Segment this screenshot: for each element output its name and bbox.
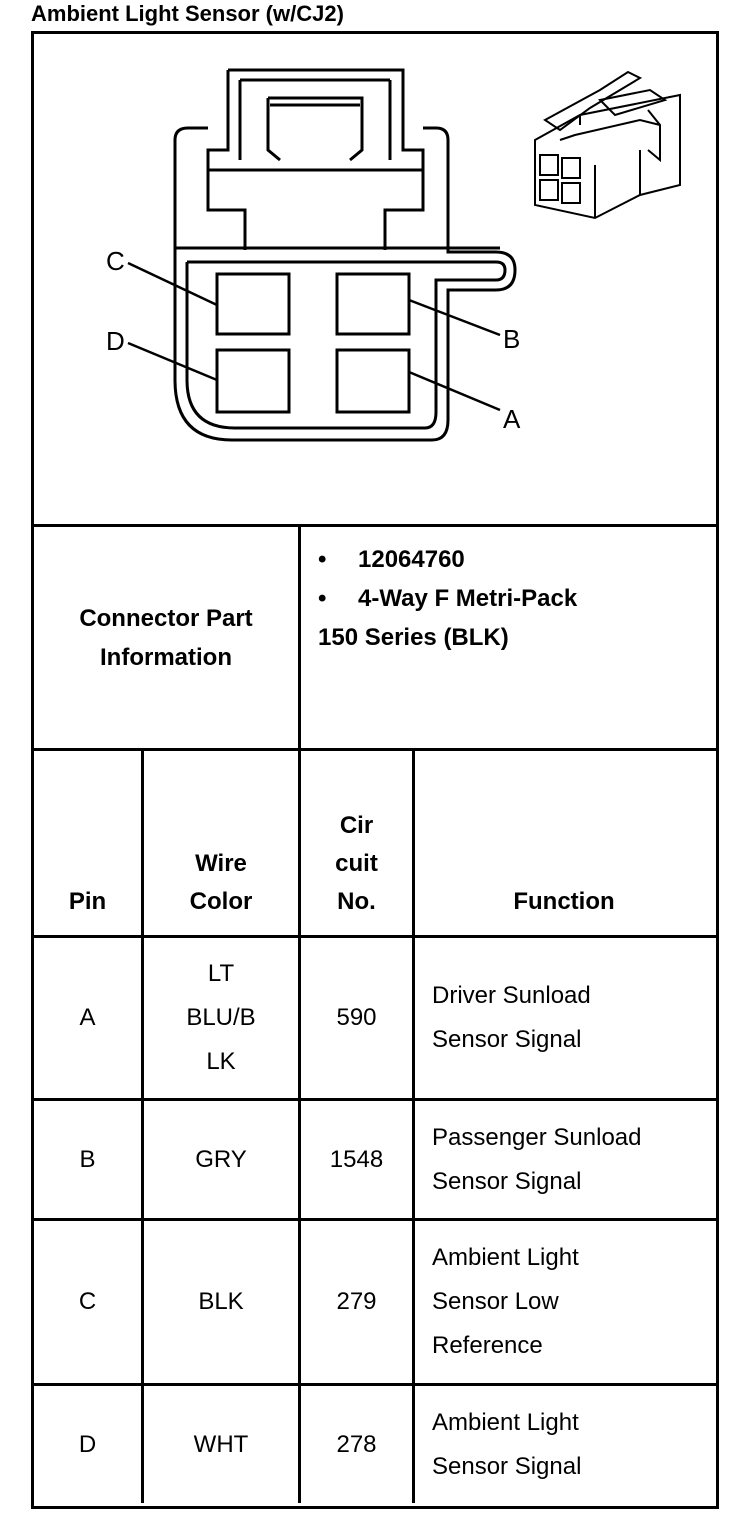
leader-line-c	[127, 261, 218, 307]
pin-label-b: B	[503, 324, 520, 354]
connector-face-diagram: C D B A	[106, 68, 681, 442]
bullet: •	[318, 585, 327, 612]
header-circuit-line1: Cir	[339, 812, 374, 839]
divider	[31, 1383, 716, 1386]
row-d-function: Ambient Light Sensor Signal	[415, 1386, 713, 1503]
connector-isometric-icon	[534, 70, 681, 220]
row-c-function-line3: Reference	[432, 1332, 543, 1359]
divider	[31, 935, 716, 938]
row-d-circuit: 278	[336, 1430, 377, 1458]
row-b-wire-color: GRY	[195, 1145, 247, 1173]
row-a-function: Driver Sunload Sensor Signal	[415, 938, 713, 1098]
divider	[31, 1098, 716, 1101]
divider	[31, 1218, 716, 1221]
divider	[31, 748, 716, 751]
cavity-c	[215, 272, 291, 336]
header-wire-color-line2: Color	[189, 888, 253, 915]
cavity-b	[335, 272, 411, 336]
connector-description-line2: 150 Series (BLK)	[318, 624, 509, 651]
cavity-a	[335, 348, 411, 414]
connector-part-info-label: Connector Part Information	[34, 527, 298, 748]
connector-body-outline	[173, 68, 517, 442]
row-c-circuit: 279	[336, 1288, 377, 1315]
connector-description-line1: 4-Way F Metri-Pack	[358, 585, 578, 612]
row-a-pin: A	[79, 1004, 96, 1031]
pin-label-c: C	[106, 246, 125, 276]
row-c-function-line1: Ambient Light	[432, 1244, 579, 1271]
row-c-wire-color: BLK	[198, 1288, 244, 1315]
header-wire-color: Wire Color	[144, 845, 298, 921]
header-wire-color-line1: Wire	[195, 850, 247, 877]
page-title: Ambient Light Sensor (w/CJ2)	[31, 1, 344, 26]
row-a-wire-color: LT BLU/B LK	[144, 938, 298, 1098]
leader-line-a	[408, 370, 501, 412]
header-circuit-number: Cir cuit No.	[301, 807, 412, 921]
row-b-function: Passenger Sunload Sensor Signal	[415, 1101, 713, 1218]
connector-table-frame	[31, 31, 719, 1509]
leader-line-b	[408, 298, 501, 337]
connector-part-info-values: • 12064760 • 4-Way F Metri-Pack 150 Seri…	[318, 540, 577, 657]
pin-label-d: D	[106, 326, 125, 356]
row-d-function-line2: Sensor Signal	[432, 1452, 582, 1480]
header-circuit-line2: cuit	[335, 850, 378, 877]
row-a-function-line2: Sensor Signal	[432, 1026, 582, 1053]
header-pin: Pin	[68, 888, 107, 915]
row-d-wire-color: WHT	[193, 1430, 249, 1458]
row-b-pin: B	[79, 1145, 96, 1173]
row-d-pin: D	[78, 1430, 97, 1458]
header-circuit-line3: No.	[337, 888, 376, 915]
connector-part-info-label-line2: Information	[100, 643, 232, 671]
divider	[31, 524, 716, 527]
cavity-d	[215, 348, 291, 414]
row-a-circuit: 590	[336, 1004, 377, 1031]
row-b-function-line2: Sensor Signal	[432, 1167, 582, 1195]
leader-line-d	[127, 341, 218, 382]
divider	[141, 748, 144, 1503]
row-b-circuit: 1548	[329, 1145, 384, 1173]
pin-label-a: A	[503, 404, 521, 434]
divider	[298, 524, 301, 1503]
bullet: •	[318, 546, 327, 573]
row-c-pin: C	[78, 1288, 97, 1315]
divider	[412, 748, 415, 1503]
row-d-function-line1: Ambient Light	[432, 1408, 579, 1436]
row-a-wire-color-line2: BLU/B	[186, 1004, 256, 1031]
row-a-wire-color-line3: LK	[206, 1048, 236, 1075]
part-number: 12064760	[358, 546, 465, 573]
header-function: Function	[513, 888, 615, 915]
row-b-function-line1: Passenger Sunload	[432, 1123, 642, 1151]
row-a-function-line1: Driver Sunload	[432, 982, 591, 1009]
connector-part-info-label-line1: Connector Part	[79, 604, 253, 632]
row-a-wire-color-line1: LT	[207, 960, 235, 987]
row-c-function: Ambient Light Sensor Low Reference	[415, 1221, 713, 1383]
row-c-function-line2: Sensor Low	[432, 1288, 559, 1315]
